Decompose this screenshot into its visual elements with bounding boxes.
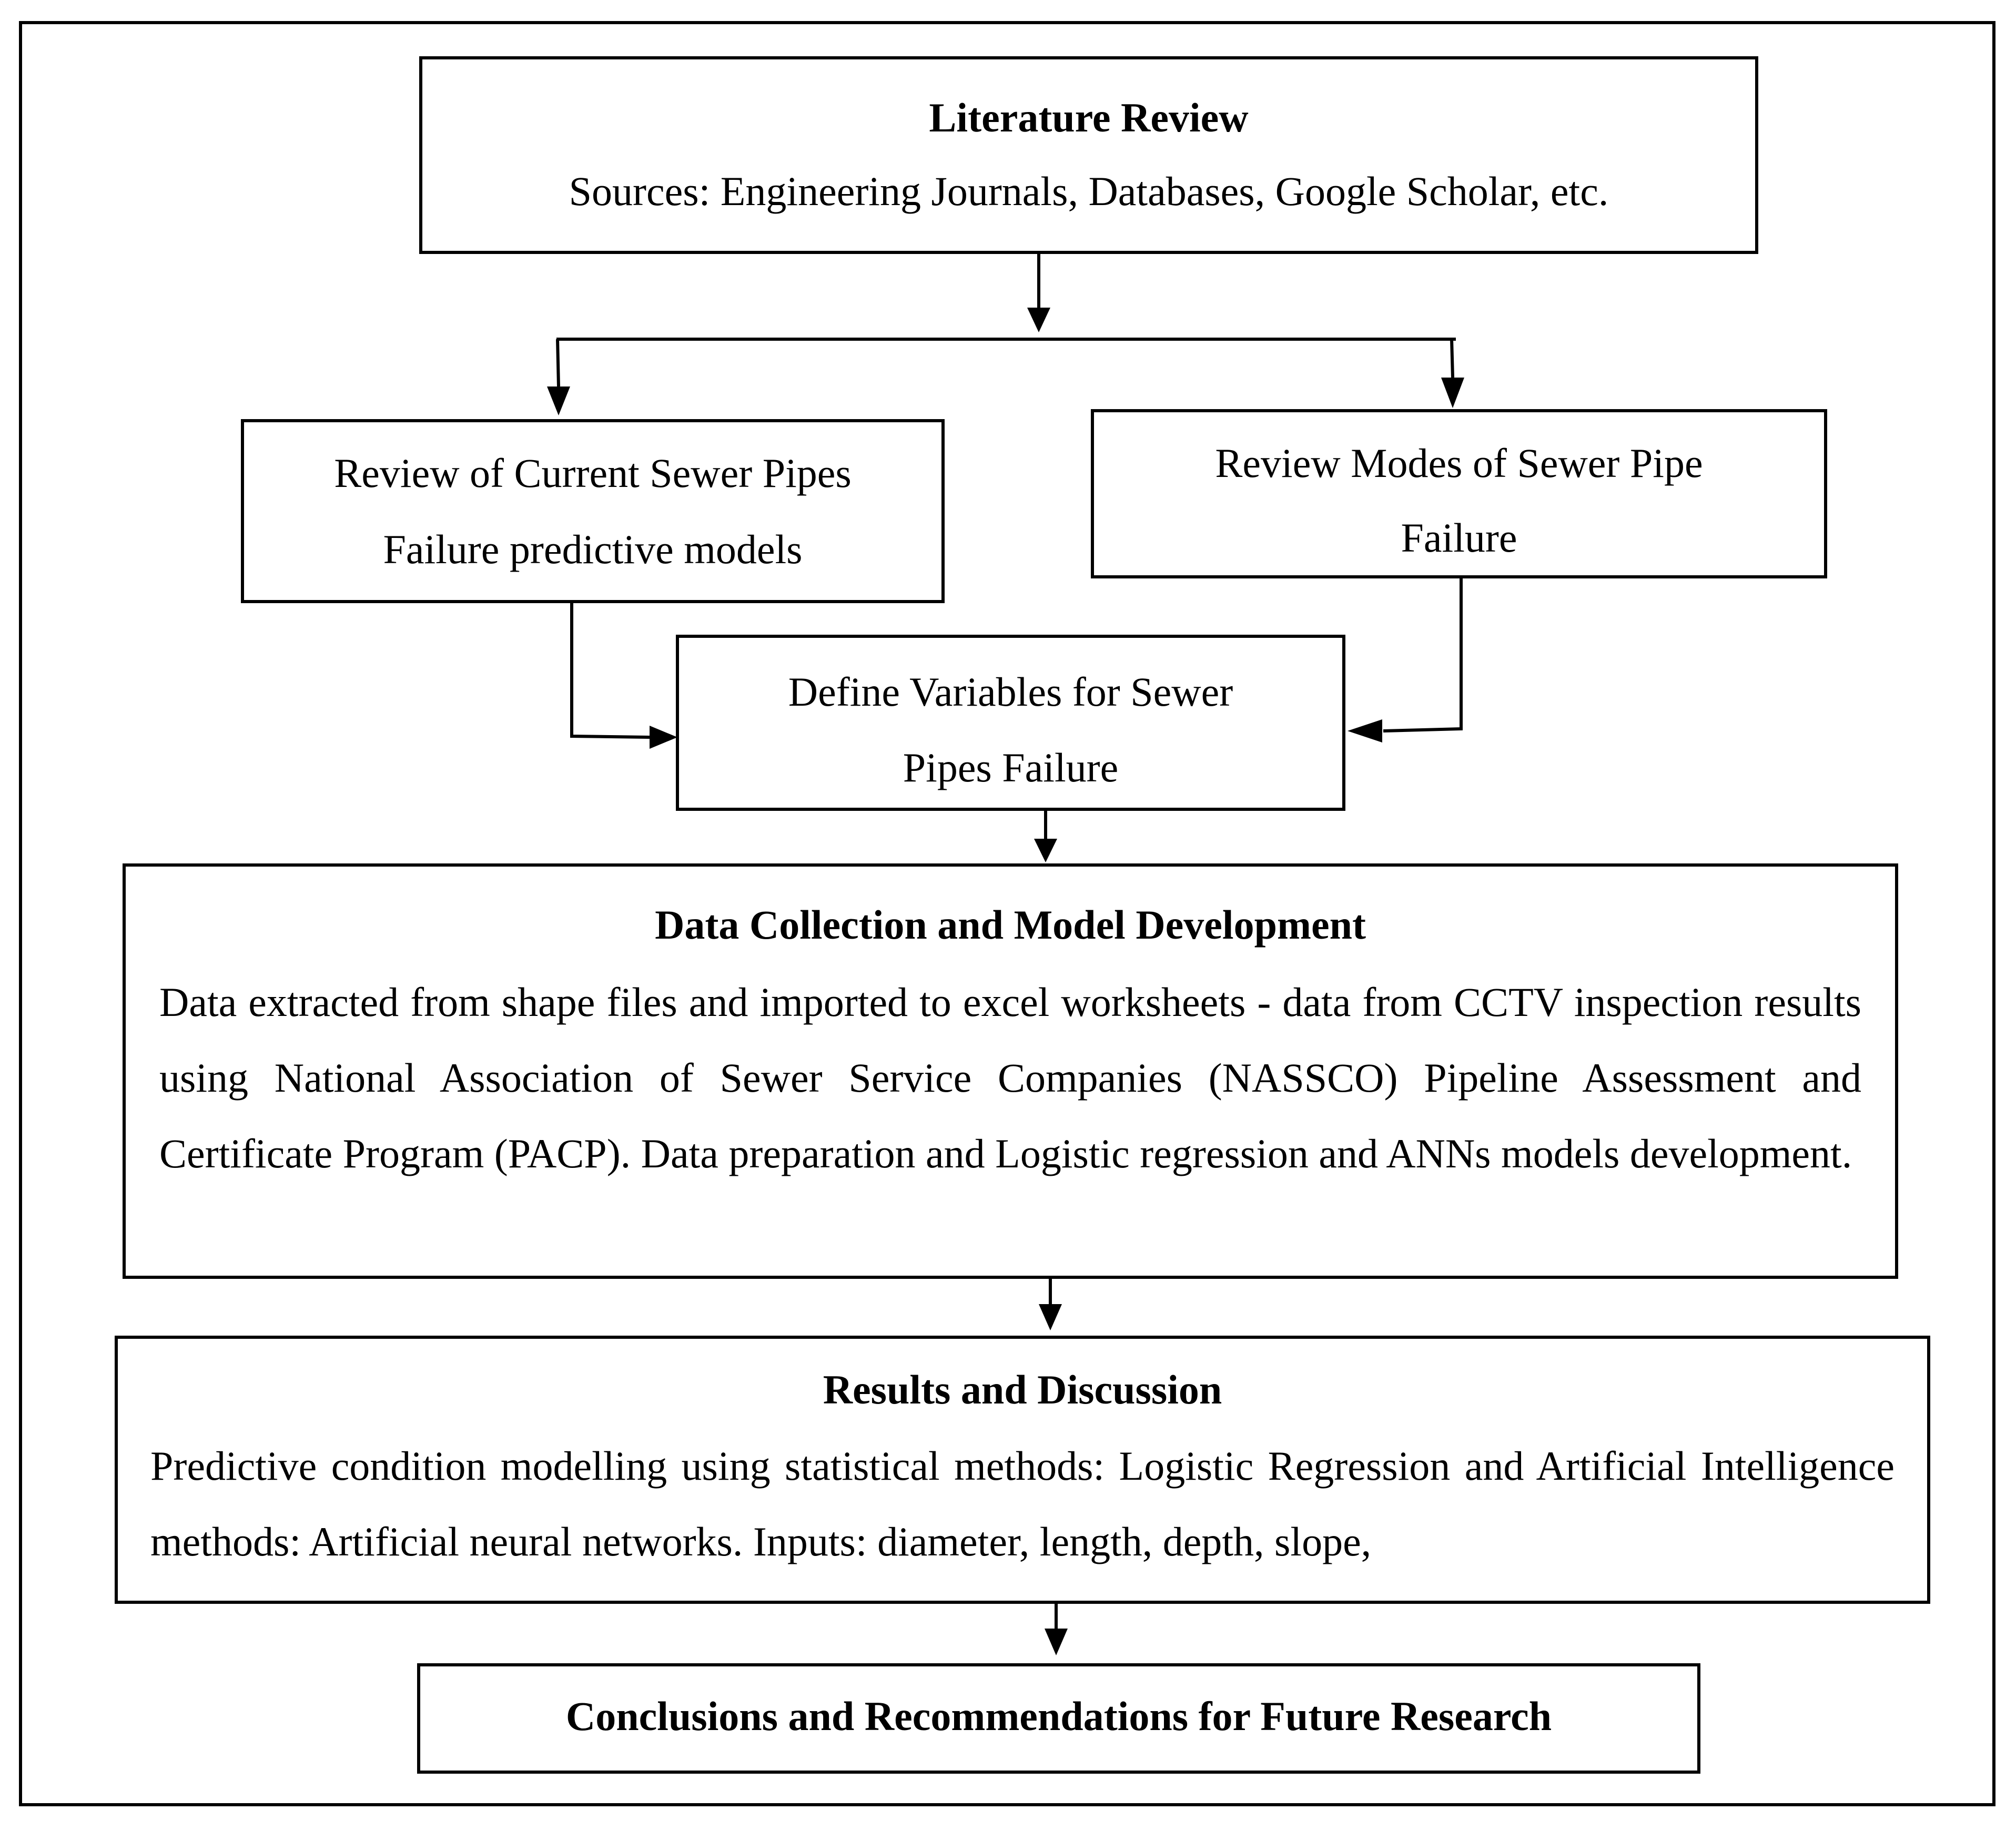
results-discussion-box: Results and Discussion Predictive condit… (115, 1336, 1930, 1604)
edge-review-modes-to-define (1383, 569, 1463, 733)
arrowhead-split (1027, 308, 1050, 332)
conclusions-box: Conclusions and Recommendations for Futu… (417, 1663, 1700, 1774)
edge-review-current-to-define (570, 576, 650, 739)
review-modes-box: Review Modes of Sewer Pipe Failure (1091, 409, 1827, 578)
review-modes-line2: Failure (1401, 515, 1517, 561)
conclusions-title: Conclusions and Recommendations for Futu… (565, 1693, 1552, 1739)
review-current-models-box: Review of Current Sewer Pipes Failure pr… (241, 419, 945, 603)
define-variables-box: Define Variables for Sewer Pipes Failure (676, 635, 1345, 811)
arrowhead-review-modes (1441, 378, 1464, 408)
arrowhead-results (1039, 1304, 1062, 1330)
arrowhead-data (1034, 839, 1057, 862)
review-current-line2: Failure predictive models (383, 526, 803, 572)
results-discussion-title: Results and Discussion (823, 1367, 1222, 1412)
edge-split-to-review-modes (1450, 339, 1454, 378)
arrowhead-conclusions (1045, 1629, 1068, 1655)
literature-review-title: Literature Review (929, 95, 1249, 140)
edge-split-to-review-current (556, 339, 560, 387)
review-modes-line1: Review Modes of Sewer Pipe (1215, 440, 1703, 486)
arrowhead-define-right (1348, 719, 1382, 742)
review-current-line1: Review of Current Sewer Pipes (334, 450, 852, 496)
literature-review-sources: Sources: Engineering Journals, Databases… (569, 168, 1609, 214)
arrowhead-review-current (547, 386, 570, 415)
data-collection-description: Data extracted from shape files and impo… (159, 979, 1861, 1176)
data-collection-box: Data Collection and Model Development Da… (123, 863, 1898, 1279)
results-discussion-description: Predictive condition modelling using sta… (150, 1443, 1895, 1564)
arrowhead-define-left (650, 726, 677, 749)
literature-review-box: Literature Review Sources: Engineering J… (419, 56, 1758, 254)
define-variables-line2: Pipes Failure (903, 745, 1119, 790)
data-collection-title: Data Collection and Model Development (655, 902, 1366, 948)
define-variables-line1: Define Variables for Sewer (788, 669, 1233, 715)
outer-frame (19, 21, 1995, 1806)
